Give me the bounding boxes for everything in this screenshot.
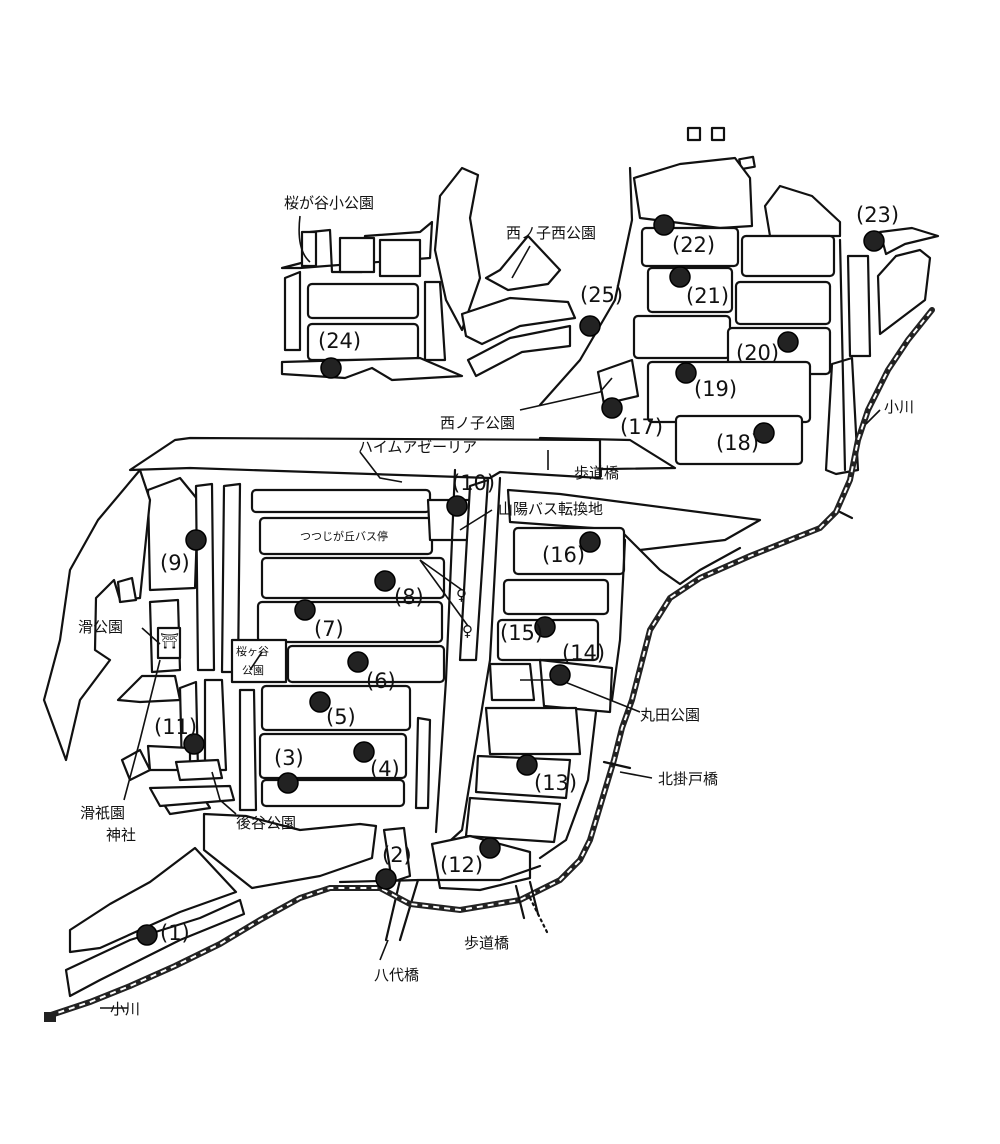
label-kitakakedo-bridge: 北掛戸橋 xyxy=(658,770,718,788)
stop-label-12: (12) xyxy=(440,853,483,877)
stop-label-19: (19) xyxy=(694,377,737,401)
label-ushirodani-park: 後谷公園 xyxy=(236,814,296,832)
label-footbridge-bottom: 歩道橋 xyxy=(464,934,509,952)
shrine-icon: ⛩ xyxy=(160,632,179,650)
stop-marker-18 xyxy=(753,422,775,444)
stop-label-7: (7) xyxy=(314,617,344,641)
stop-label-25: (25) xyxy=(580,283,623,307)
label-ogawa-top: 小川 xyxy=(884,398,914,416)
stop-marker-11 xyxy=(183,733,205,755)
label-nishinoko-park: 西ノ子公園 xyxy=(440,414,515,432)
label-ogawa-bottom: 小川 xyxy=(110,1000,140,1018)
stop-label-20: (20) xyxy=(736,341,779,365)
stop-label-8: (8) xyxy=(394,585,424,609)
stop-marker-7 xyxy=(294,599,316,621)
label-tsutsujigaoka-bus-stop: つつじが丘バス停 xyxy=(300,529,388,543)
stop-label-9: (9) xyxy=(160,551,190,575)
stop-label-11: (11) xyxy=(154,715,197,739)
stop-label-22: (22) xyxy=(672,233,715,257)
label-heim-azalea: ハイムアゼーリア xyxy=(358,438,477,456)
stop-label-23: (23) xyxy=(856,203,899,227)
stop-marker-10 xyxy=(446,495,468,517)
stop-marker-25 xyxy=(579,315,601,337)
stop-label-15: (15) xyxy=(500,621,543,645)
stop-marker-16 xyxy=(579,531,601,553)
stop-marker-3 xyxy=(277,772,299,794)
stop-marker-17 xyxy=(601,397,623,419)
stop-marker-15 xyxy=(534,616,556,638)
stop-label-16: (16) xyxy=(542,543,585,567)
bus-stop-markers xyxy=(136,214,885,946)
label-maruta-park: 丸田公園 xyxy=(640,706,700,724)
bus-stop-icon-2: ♀ xyxy=(462,622,473,640)
stop-label-14: (14) xyxy=(562,641,605,665)
stop-marker-24 xyxy=(320,357,342,379)
south-area xyxy=(64,812,542,998)
stop-label-21: (21) xyxy=(686,284,729,308)
stop-label-2: (2) xyxy=(382,843,412,867)
stop-marker-5 xyxy=(309,691,331,713)
stop-marker-1 xyxy=(136,924,158,946)
stop-marker-21 xyxy=(669,266,691,288)
label-sakuragadani-park-1: 桜ヶ谷 xyxy=(236,644,269,658)
stop-marker-13 xyxy=(516,754,538,776)
label-sakuragadani-small-park: 桜が谷小公園 xyxy=(284,194,374,212)
stop-marker-22 xyxy=(653,214,675,236)
leader-lines xyxy=(100,215,881,1009)
stop-label-18: (18) xyxy=(716,431,759,455)
label-nishinoko-west-park: 西ノ子西公園 xyxy=(506,224,596,242)
label-footbridge-top: 歩道橋 xyxy=(574,464,619,482)
stop-marker-4 xyxy=(353,741,375,763)
label-name-park: 滑公園 xyxy=(78,618,123,636)
river xyxy=(44,307,935,1022)
stop-label-3: (3) xyxy=(274,746,304,770)
stop-marker-8 xyxy=(374,570,396,592)
stop-marker-9 xyxy=(185,529,207,551)
stop-label-1: (1) xyxy=(160,921,190,945)
stop-label-4: (4) xyxy=(370,757,400,781)
bus-stop-icon-1: ♀ xyxy=(456,586,467,604)
label-namegion-shrine-1: 滑祇園 xyxy=(80,804,125,822)
stop-label-10: (10) xyxy=(452,471,495,495)
stop-label-6: (6) xyxy=(366,669,396,693)
stop-marker-2 xyxy=(375,868,397,890)
stop-label-13: (13) xyxy=(534,771,577,795)
place-labels: 桜が谷小公園 西ノ子西公園 西ノ子公園 小川 歩道橋 ハイムアゼーリア 山陽バス… xyxy=(78,194,914,1018)
label-sakuragadani-park-2: 公園 xyxy=(242,664,264,677)
stop-label-17: (17) xyxy=(620,415,663,439)
east-central-area xyxy=(464,488,762,860)
stop-label-24: (24) xyxy=(318,329,361,353)
stop-marker-12 xyxy=(479,837,501,859)
label-namegion-shrine-2: 神社 xyxy=(106,826,136,844)
stop-marker-23 xyxy=(863,230,885,252)
stop-numbers: (1) (2) (3) (4) (5) (6) (7) (8) (9) (10)… xyxy=(154,203,899,945)
stop-marker-19 xyxy=(675,362,697,384)
west-area xyxy=(42,468,236,816)
stop-marker-6 xyxy=(347,651,369,673)
stop-marker-20 xyxy=(777,331,799,353)
stop-label-5: (5) xyxy=(326,705,356,729)
label-sanyo-bus-turnaround: 山陽バス転換地 xyxy=(498,500,603,518)
label-yashiro-bridge: 八代橋 xyxy=(374,966,419,984)
stop-marker-14 xyxy=(549,664,571,686)
